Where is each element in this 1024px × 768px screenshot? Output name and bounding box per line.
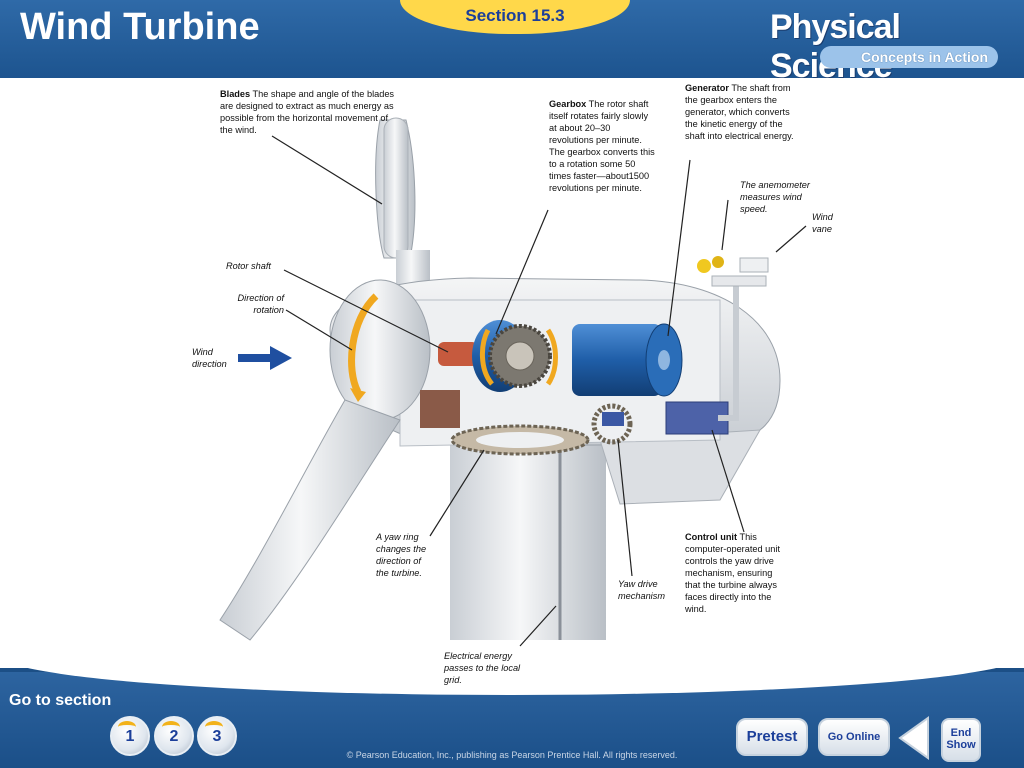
page-title: Wind Turbine — [20, 6, 260, 48]
copyright-text: © Pearson Education, Inc., publishing as… — [346, 750, 678, 760]
anemometer-cup-2 — [712, 256, 724, 268]
wind-arrow-head — [270, 346, 292, 370]
swoosh-icon — [162, 721, 180, 733]
label-direction-rotation: Direction of rotation — [237, 293, 284, 315]
wind-vane — [739, 257, 769, 273]
back-arrow-icon[interactable] — [898, 716, 932, 760]
label-wind-direction: Wind direction — [192, 347, 227, 369]
yaw-drive-motor — [602, 412, 624, 426]
generator-body — [572, 324, 662, 396]
pretest-button[interactable]: Pretest — [736, 718, 808, 756]
brand-sub-pill: Concepts in Action — [820, 46, 998, 68]
go-to-section-label: Go to section — [9, 692, 112, 709]
label-gearbox: Gearbox The rotor shaft itself rotates f… — [549, 99, 655, 193]
gear-arrow-right — [545, 328, 558, 386]
instrument-mast — [718, 282, 739, 421]
end-show-button[interactable]: End Show — [941, 718, 981, 762]
swoosh-icon — [118, 721, 136, 733]
label-anemometer: The anemometer measures wind speed. — [740, 180, 810, 214]
blade-bottom — [219, 399, 401, 641]
gearbox-core — [505, 341, 535, 371]
instrument-bar — [711, 275, 767, 287]
rotation-arrowhead — [350, 388, 366, 402]
yaw-ring-inner — [476, 432, 564, 448]
shaft-bearing — [420, 390, 460, 428]
wind-arrow-shaft — [238, 354, 274, 362]
label-wind-vane: Wind vane — [812, 212, 833, 234]
blade-top-body — [383, 117, 409, 259]
label-rotor-shaft: Rotor shaft — [226, 261, 271, 271]
brand-sub: Concepts in Action — [860, 49, 988, 65]
section-1-button[interactable]: 1 — [110, 716, 150, 756]
rotor-shaft — [438, 342, 478, 366]
label-blades: Blades The shape and angle of the blades… — [220, 89, 395, 135]
yaw-drive-gear — [591, 403, 633, 445]
swoosh-icon — [205, 721, 223, 733]
rotation-arrow — [348, 293, 379, 394]
tower — [450, 440, 606, 640]
section-3-button[interactable]: 3 — [197, 716, 237, 756]
label-generator: Generator The shaft from the gearbox ent… — [685, 83, 794, 141]
label-yaw-drive: Yaw drive mechanism — [618, 579, 665, 601]
label-electrical: Electrical energy passes to the local gr… — [444, 651, 521, 685]
gear-arrow-left — [480, 328, 495, 386]
section-2-button[interactable]: 2 — [154, 716, 194, 756]
anemometer-cup-1 — [697, 259, 711, 273]
turbine-diagram — [219, 117, 807, 647]
generator-hub — [658, 350, 670, 370]
go-online-button[interactable]: Go Online — [818, 718, 890, 756]
leader-lines — [271, 135, 807, 647]
label-control-unit: Control unit This computer-operated unit… — [685, 532, 780, 614]
label-yaw-ring: A yaw ring changes the direction of the … — [376, 532, 427, 578]
section-label: Section 15.3 — [465, 6, 565, 25]
